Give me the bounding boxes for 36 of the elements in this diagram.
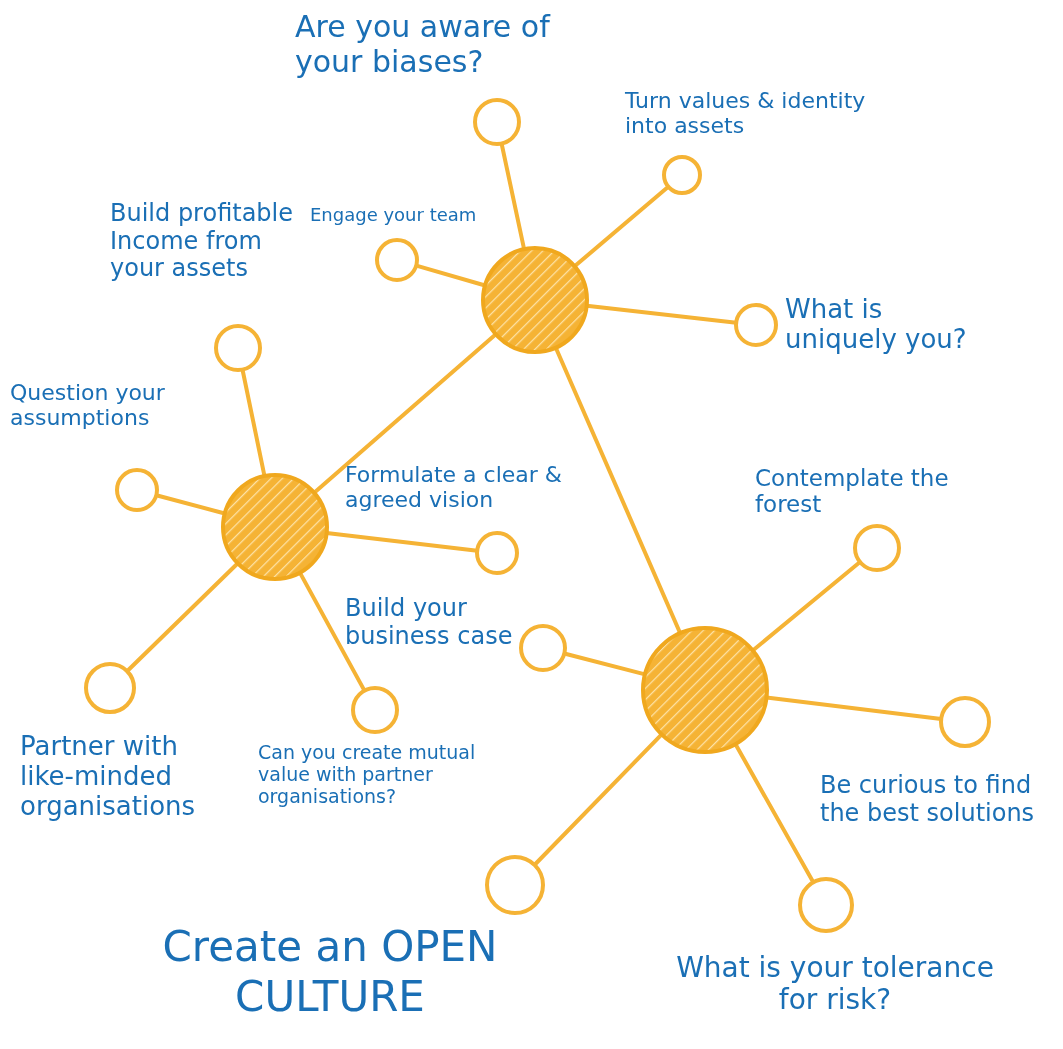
node-caption: Can you create mutual value with partner organisations?: [258, 742, 477, 808]
connector-line: [572, 186, 669, 269]
hatched-circle: [480, 245, 590, 355]
node-caption: What is uniquely you?: [785, 295, 968, 355]
hatched-circle: [640, 625, 770, 755]
node-caption: Turn values & identity into assets: [625, 88, 867, 139]
node-caption: Are you aware of your biases?: [295, 10, 552, 79]
node-caption: Partner with like-minded organisations: [20, 732, 197, 822]
connector-line: [312, 332, 498, 495]
title: Create an OPEN CULTURE: [161, 922, 499, 1023]
node-caption: Build profitable Income from your assets: [110, 200, 295, 283]
circle-node: [939, 696, 991, 748]
circle-node: [351, 686, 399, 734]
circle-node: [473, 98, 521, 146]
node-caption: Contemplate the forest: [755, 465, 950, 518]
circle-node: [798, 877, 854, 933]
circle-node: [519, 624, 567, 672]
connector-line: [126, 561, 240, 672]
node-caption: Be curious to find the best solutions: [820, 772, 1036, 828]
circle-node: [375, 238, 419, 282]
circle-node: [734, 303, 778, 347]
circle-node: [853, 524, 901, 572]
node-caption: Engage your team: [310, 205, 478, 226]
circle-node: [214, 324, 262, 372]
connector-line: [533, 732, 664, 866]
hatched-circle: [220, 472, 330, 582]
circle-node: [485, 855, 545, 915]
node-caption: What is your tolerance for risk?: [675, 952, 995, 1017]
circle-node: [115, 468, 159, 512]
node-caption: Formulate a clear & agreed vision: [345, 462, 563, 513]
connector-line: [733, 742, 815, 883]
node-caption: Question your assumptions: [10, 380, 166, 431]
circle-node: [662, 155, 702, 195]
node-caption: Build your business case: [345, 595, 514, 651]
circle-node: [475, 531, 519, 575]
circle-node: [84, 662, 136, 714]
